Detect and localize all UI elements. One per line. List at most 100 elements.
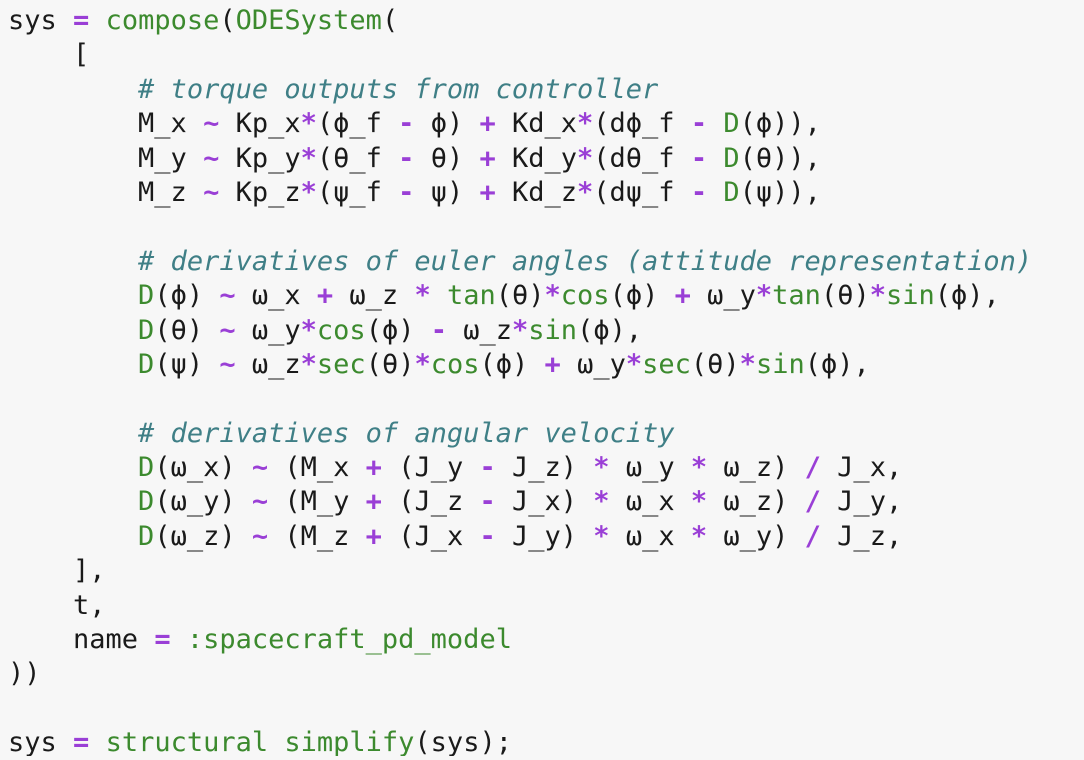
code-text-token: (J_x: [381, 520, 480, 552]
code-operator-token: /: [804, 486, 821, 518]
code-operator-token: ~: [219, 280, 236, 312]
code-text-token: (ϕ),: [804, 348, 870, 380]
code-text-token: [89, 727, 105, 756]
code-function-token: sec: [316, 348, 366, 380]
code-text-token: (ϕ),: [934, 280, 1000, 312]
code-line: D(ψ) ~ ω_z*sec(θ)*cos(ϕ) + ω_y*sec(θ)*si…: [8, 348, 1080, 382]
code-text-token: θ): [414, 142, 480, 174]
code-operator-token: *: [739, 348, 756, 380]
code-text-token: (ϕ): [154, 280, 220, 312]
code-operator-token: ~: [203, 108, 220, 140]
code-operator-token: -: [398, 176, 415, 208]
code-operator-token: *: [300, 108, 317, 140]
code-operator-token: ~: [203, 176, 220, 208]
code-text-token: (J_y: [381, 452, 480, 484]
code-operator-token: *: [577, 108, 594, 140]
code-text-token: name: [8, 624, 155, 656]
code-operator-token: *: [300, 348, 317, 380]
code-line: # torque outputs from controller: [8, 73, 1080, 107]
code-text-token: (θ_f: [316, 142, 399, 174]
code-text-token: (: [381, 5, 399, 36]
code-operator-token: =: [154, 624, 171, 656]
code-symbol-token: :spacecraft_pd_model: [186, 624, 512, 656]
code-line: D(ϕ) ~ ω_x + ω_z * tan(θ)*cos(ϕ) + ω_y*t…: [8, 279, 1080, 313]
code-function-token: D: [138, 486, 155, 518]
code-line: # derivatives of euler angles (attitude …: [8, 245, 1080, 279]
code-operator-token: *: [690, 486, 708, 518]
code-text-token: ω_y: [235, 314, 301, 346]
code-text-token: J_y,: [820, 486, 903, 518]
code-operator-token: *: [577, 176, 594, 208]
code-operator-token: ~: [251, 520, 269, 552]
code-text-token: t,: [8, 589, 106, 621]
code-operator-token: -: [398, 142, 415, 174]
code-text-token: ω_x: [609, 520, 691, 552]
code-text-token: (ψ)),: [739, 176, 821, 208]
code-text-token: [89, 5, 105, 36]
code-operator-token: *: [625, 348, 643, 380]
code-text-token: (θ): [820, 280, 870, 312]
code-text-token: [8, 246, 138, 277]
code-text-token: [8, 418, 138, 449]
code-operator-token: +: [544, 348, 561, 380]
code-text-token: [8, 349, 138, 380]
code-text-token: Kd_x: [495, 108, 578, 140]
code-operator-token: *: [300, 142, 317, 174]
code-function-token: cos: [316, 314, 366, 346]
code-text-token: [8, 521, 138, 552]
code-comment: # torque outputs from controller: [138, 73, 659, 105]
code-operator-token: *: [593, 520, 610, 552]
code-function-token: D: [138, 314, 155, 346]
code-text-token: (M_z: [268, 520, 366, 552]
code-text-token: (sys);: [414, 727, 512, 756]
code-operator-token: ~: [251, 452, 269, 484]
code-line: [8, 210, 1080, 244]
code-operator-token: ~: [251, 486, 269, 518]
code-operator-token: +: [479, 142, 496, 174]
code-line: [8, 382, 1080, 416]
code-function-token: sin: [755, 348, 805, 380]
code-text-token: Kd_z: [495, 176, 578, 208]
code-operator-token: +: [479, 176, 496, 208]
code-line: ],: [8, 554, 1080, 588]
code-text-token: [: [8, 39, 90, 71]
code-text-token: (dθ_f: [593, 142, 691, 174]
code-text-token: ω_y: [690, 280, 756, 312]
code-function-token: cos: [560, 280, 610, 312]
code-text-token: (ϕ),: [577, 314, 643, 346]
code-text-token: (ϕ_f: [316, 108, 399, 140]
code-operator-token: +: [365, 486, 382, 518]
code-text-token: J_z): [495, 452, 594, 484]
code-line: # derivatives of angular velocity: [8, 417, 1080, 451]
code-function-token: ODESystem: [235, 5, 382, 36]
code-text-token: ω_y: [609, 452, 691, 484]
code-text-token: [171, 624, 187, 655]
code-block: sys = compose(ODESystem( [ # torque outp…: [8, 4, 1080, 756]
code-text-token: ω_z): [707, 452, 805, 484]
code-operator-token: *: [690, 520, 708, 552]
code-operator-token: +: [365, 520, 382, 552]
code-function-token: D: [723, 142, 740, 174]
code-text-token: ω_z: [235, 348, 301, 380]
code-operator-token: *: [577, 142, 594, 174]
code-operator-token: -: [690, 176, 708, 208]
code-line: D(ω_y) ~ (M_y + (J_z - J_x) * ω_x * ω_z)…: [8, 485, 1080, 519]
code-text-token: M_y: [8, 142, 204, 174]
code-function-token: sec: [642, 348, 691, 380]
code-function-token: structural_simplify: [105, 727, 415, 756]
code-text-token: sys: [8, 727, 74, 756]
code-text-token: Kp_y: [219, 142, 301, 174]
code-operator-token: *: [414, 348, 431, 380]
code-text-token: ω_z: [333, 280, 415, 312]
code-text-token: [707, 143, 723, 174]
code-text-token: (ω_z): [154, 520, 252, 552]
code-operator-token: -: [690, 108, 708, 140]
code-operator-token: *: [593, 452, 610, 484]
code-text-token: [707, 177, 723, 208]
code-text-token: J_x): [495, 486, 594, 518]
code-line: [8, 692, 1080, 726]
code-line: sys = structural_simplify(sys);: [8, 726, 1080, 756]
code-text-token: (ϕ)),: [739, 108, 821, 140]
code-text-token: [707, 108, 723, 139]
code-function-token: D: [138, 452, 155, 484]
